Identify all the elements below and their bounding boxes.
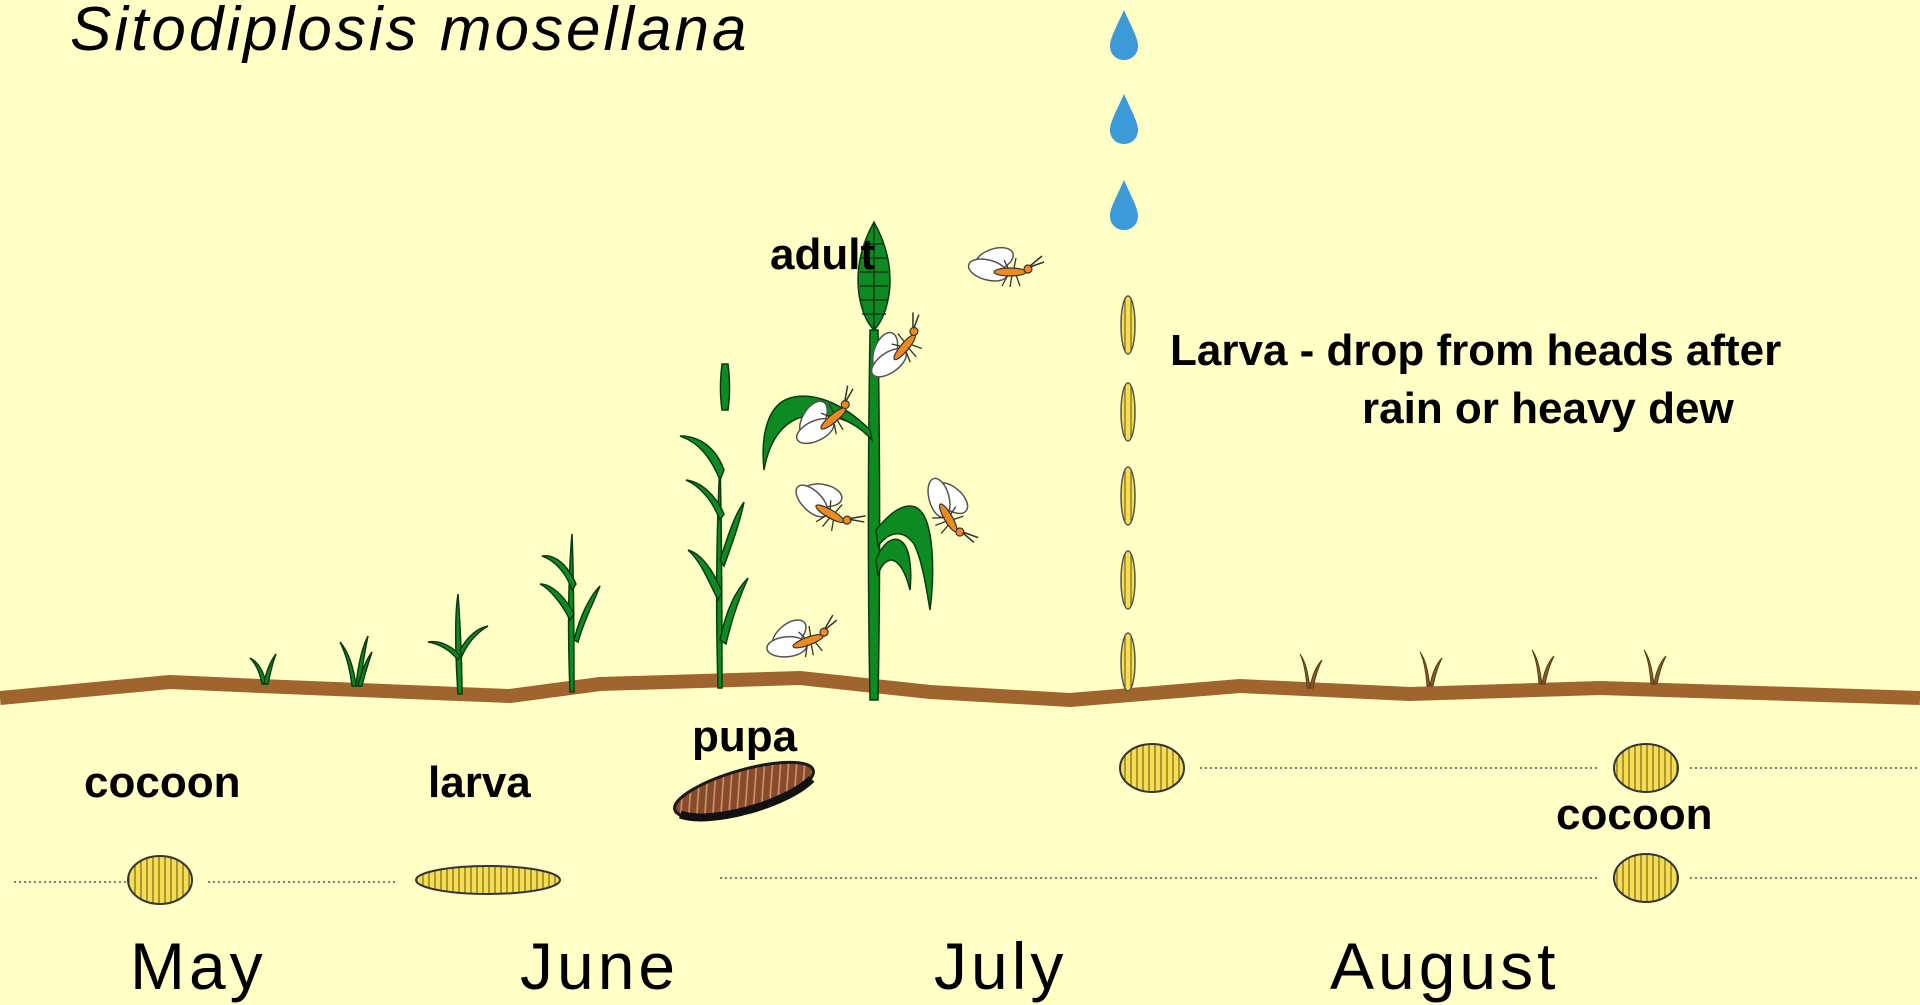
adult-midge-6 <box>757 602 845 670</box>
larva-drop-note: Larva - drop from heads after rain or he… <box>1170 322 1781 438</box>
stubble-4 <box>1644 650 1666 684</box>
cocoon-label-right: cocoon <box>1556 790 1712 840</box>
note-line-1: Larva - drop from heads after <box>1170 322 1781 380</box>
month-may: May <box>130 928 267 1004</box>
rain-drop-3 <box>1110 180 1138 230</box>
seedling-4 <box>540 534 600 692</box>
rain-drop-1 <box>1110 10 1138 60</box>
seedling-3 <box>428 594 488 694</box>
month-june: June <box>520 928 679 1004</box>
diagram-title: Sitodiplosis mosellana <box>70 0 749 65</box>
pupa-shape <box>669 751 819 830</box>
cocoon-label-left: cocoon <box>84 758 240 808</box>
falling-larvae <box>1121 296 1135 691</box>
pupa-label: pupa <box>692 712 797 762</box>
adult-label: adult <box>770 230 875 280</box>
young-wheat-plant <box>680 364 748 688</box>
stubble-2 <box>1420 652 1442 686</box>
month-august: August <box>1330 928 1559 1004</box>
adult-midge-1 <box>966 243 1044 287</box>
soil-line <box>0 678 1920 700</box>
larva-label: larva <box>428 758 531 808</box>
seedling-2 <box>340 636 372 686</box>
note-line-2: rain or heavy dew <box>1170 380 1781 438</box>
larva-in-soil <box>416 866 560 894</box>
rain-drop-2 <box>1110 94 1138 144</box>
month-july: July <box>934 928 1067 1004</box>
stubble-3 <box>1532 650 1554 684</box>
adult-midge-4 <box>784 467 874 544</box>
